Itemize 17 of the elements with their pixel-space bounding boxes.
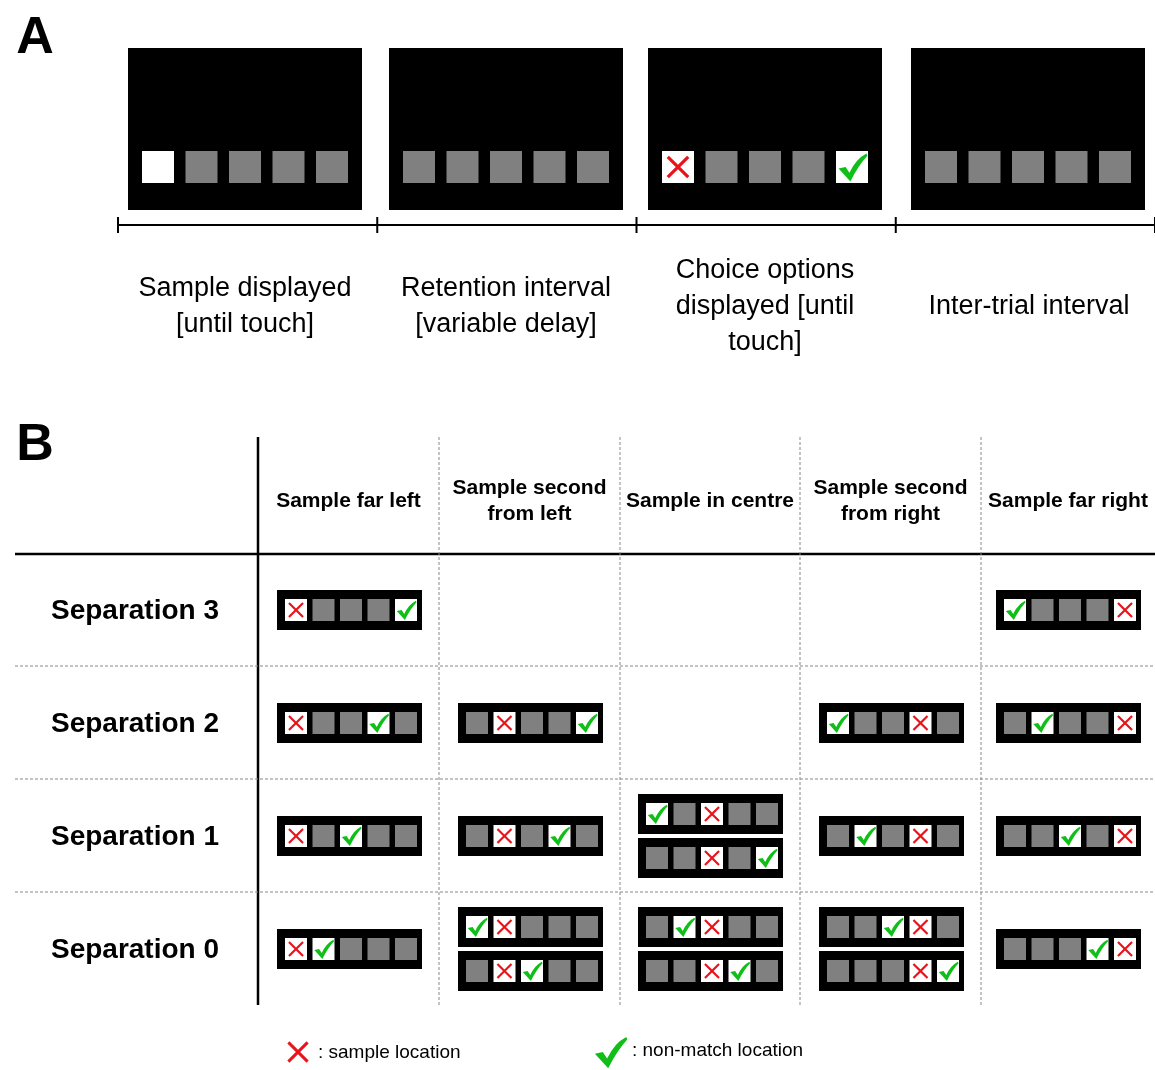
row-header: Separation 1 [50, 819, 220, 852]
phase-label: Inter-trial interval [928, 289, 1130, 322]
panel-letter: A [16, 5, 54, 65]
panel-letter: B [16, 412, 54, 472]
column-header: Sample in centre [625, 487, 795, 513]
row-header: Separation 0 [50, 932, 220, 965]
column-header: Sample second from right [812, 474, 969, 526]
legend-text: : non-match location [632, 1039, 804, 1061]
column-header: Sample far right [988, 487, 1148, 513]
phase-label: Retention interval [variable delay] [399, 271, 613, 340]
legend-text: : sample location [318, 1041, 461, 1063]
column-header: Sample second from left [451, 474, 608, 526]
row-header: Separation 2 [50, 706, 220, 739]
phase-label: Choice options displayed [until touch] [674, 253, 856, 358]
row-header: Separation 3 [50, 594, 220, 626]
phase-label: Sample displayed [until touch] [137, 271, 353, 340]
column-header: Sample far left [276, 487, 421, 513]
